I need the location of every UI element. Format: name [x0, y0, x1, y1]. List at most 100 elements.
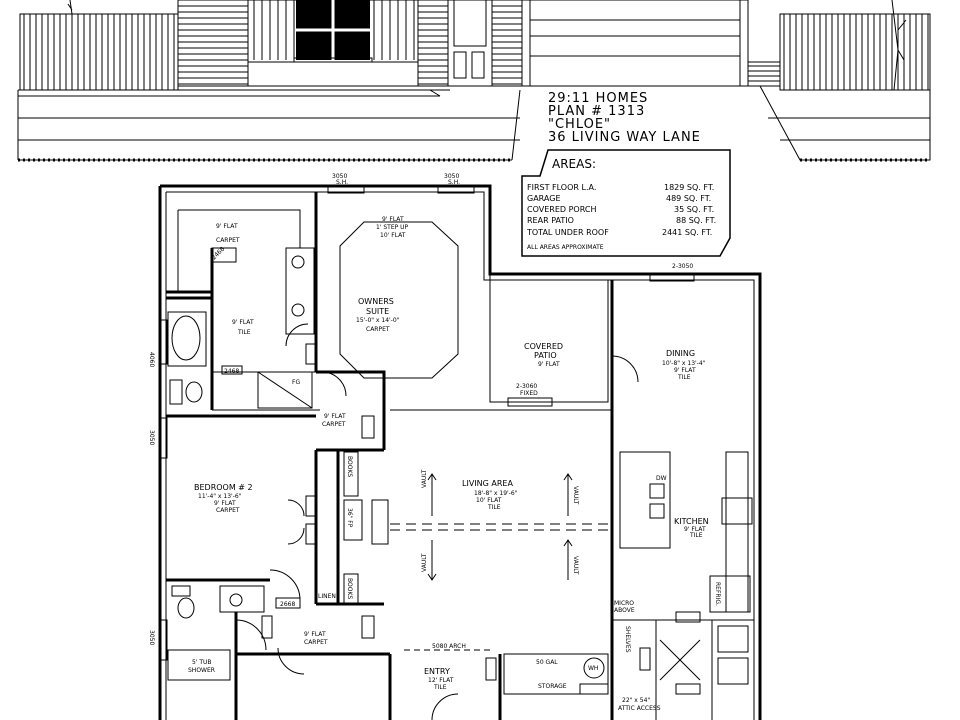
arch-label: 5080 ARCH — [432, 643, 466, 650]
linen-label: LINEN — [318, 593, 336, 600]
books-label-2: BOOKS — [346, 578, 353, 599]
title-name: "CHLOE" — [548, 117, 611, 132]
bedroom2-dims: 11'-4" x 13'-6" — [198, 493, 242, 500]
books-label-1: BOOKS — [346, 456, 353, 477]
closet-floor: CARPET — [216, 237, 240, 244]
area-value-garage: 489 SQ. FT. — [666, 194, 711, 203]
living-name: LIVING AREA — [462, 479, 513, 488]
tree-left — [67, 0, 73, 15]
garage-door — [521, 0, 749, 87]
front-elevation — [17, 0, 931, 162]
area-label-first-floor: FIRST FLOOR L.A. — [527, 183, 596, 192]
area-label-garage: GARAGE — [527, 194, 561, 203]
areas-heading: AREAS: — [552, 157, 596, 171]
closet-ceiling: 9' FLAT — [216, 223, 238, 230]
area-value-porch: 35 SQ. FT. — [674, 205, 714, 214]
dining-dims: 10'-8" x 13'-4" — [662, 360, 706, 367]
closet2-floor: CARPET — [304, 639, 328, 646]
bath2-shower: SHOWER — [188, 667, 215, 674]
brick-mid — [417, 0, 449, 87]
tray-ceiling — [339, 221, 459, 379]
window-sh-top-left: S.H. — [336, 179, 348, 186]
hall-ceiling: 9' FLAT — [324, 413, 346, 420]
patio-name-2: PATIO — [534, 351, 557, 360]
entry-floor: TILE — [433, 684, 447, 691]
toilet-icon — [185, 381, 203, 403]
patio-name: COVERED — [524, 342, 563, 351]
dining-name: DINING — [666, 349, 695, 358]
area-value-total: 2441 SQ. FT. — [662, 228, 712, 237]
storage-room — [503, 653, 609, 695]
vault-label-2: VAULT — [572, 486, 579, 505]
attic-label: ATTIC ACCESS — [618, 705, 661, 712]
window-tag-dining: 2-3050 — [672, 263, 693, 270]
tray-label-2: 1' STEP UP — [376, 224, 409, 231]
fireplace — [343, 499, 363, 541]
door-tag-bath2: 2668 — [280, 601, 295, 608]
window-sub-patio: FIXED — [520, 390, 538, 397]
left-fence — [19, 13, 179, 91]
window-tag-top-left: 3050 — [332, 173, 347, 180]
micro-label: MICRO — [614, 600, 634, 607]
bookshelf-upper — [343, 451, 359, 497]
water-heater-icon — [583, 657, 605, 679]
areas-note: ALL AREAS APPROXIMATE — [527, 244, 604, 251]
living-ceiling: 10' FLAT — [476, 497, 502, 504]
owners-suite-floor: CARPET — [366, 326, 390, 333]
area-value-first-floor: 1829 SQ. FT. — [664, 183, 714, 192]
range-icon — [721, 497, 753, 525]
door-tag-bath: 2468 — [224, 368, 239, 375]
gal-label: 50 GAL — [536, 659, 558, 666]
above-label: ABOVE — [614, 607, 635, 614]
window-tag-left-1: 4060 — [148, 352, 155, 367]
hall-floor: CARPET — [322, 421, 346, 428]
living-dims: 18'-8" x 19'-6" — [474, 490, 518, 497]
closet2-ceiling: 9' FLAT — [304, 631, 326, 638]
fireplace-label: 36" FP — [346, 508, 353, 528]
tree-right — [891, 0, 907, 91]
sink-icon — [291, 255, 305, 269]
area-label-porch: COVERED PORCH — [527, 205, 596, 214]
kitchen-name: KITCHEN — [674, 517, 709, 526]
patio-ceiling: 9' FLAT — [538, 361, 560, 368]
dw-label: DW — [656, 475, 667, 482]
kitchen-floor: TILE — [689, 532, 703, 539]
area-label-total: TOTAL UNDER ROOF — [526, 228, 609, 237]
refrigerator — [709, 575, 751, 613]
kitchen-island — [619, 451, 671, 549]
refrig-label: REFRIG. — [714, 582, 721, 606]
owners-suite-dims: 15'-0" x 14'-0" — [356, 317, 400, 324]
vault-label-3: VAULT — [421, 553, 428, 572]
shower-label: FG — [292, 379, 300, 386]
bath-ceiling: 9' FLAT — [232, 319, 254, 326]
bedroom2-ceiling: 9' FLAT — [214, 500, 236, 507]
living-floor: TILE — [487, 504, 501, 511]
owners-suite-name-2: SUITE — [366, 307, 389, 316]
toilet-icon-2 — [177, 597, 195, 619]
area-value-patio: 88 SQ. FT. — [676, 216, 716, 225]
window-tag-top-right: 3050 — [444, 173, 459, 180]
dining-floor: TILE — [677, 374, 691, 381]
sink-icon-2 — [291, 303, 305, 317]
window-sh-top-right: S.H. — [448, 179, 460, 186]
bedroom2-name: BEDROOM # 2 — [194, 483, 253, 492]
floor-plan: 3050 S.H. 3050 S.H. 2-3050 4060 3050 305… — [148, 173, 762, 720]
owners-suite-name: OWNERS — [358, 297, 394, 306]
vault-label-1: VAULT — [421, 469, 428, 488]
title-plan: PLAN # 1313 — [548, 104, 645, 119]
bedroom2-floor: CARPET — [216, 507, 240, 514]
shower — [257, 371, 313, 409]
area-label-patio: REAR PATIO — [527, 216, 574, 225]
window-tag-left-3: 3050 — [148, 630, 155, 645]
right-fence — [779, 13, 931, 91]
areas-table: AREAS: FIRST FLOOR L.A. 1829 SQ. FT. GAR… — [521, 149, 731, 257]
brick-left — [177, 0, 249, 87]
kitchen-ceiling: 9' FLAT — [684, 526, 706, 533]
front-door[interactable] — [447, 0, 493, 87]
wh-label: WH — [588, 665, 598, 672]
title-builder: 29:11 HOMES — [548, 91, 648, 106]
attic-dims: 22" x 54" — [622, 697, 650, 704]
dining-ceiling: 9' FLAT — [674, 367, 696, 374]
vault-label-4: VAULT — [572, 556, 579, 575]
shelves-label: SHELVES — [624, 626, 631, 653]
